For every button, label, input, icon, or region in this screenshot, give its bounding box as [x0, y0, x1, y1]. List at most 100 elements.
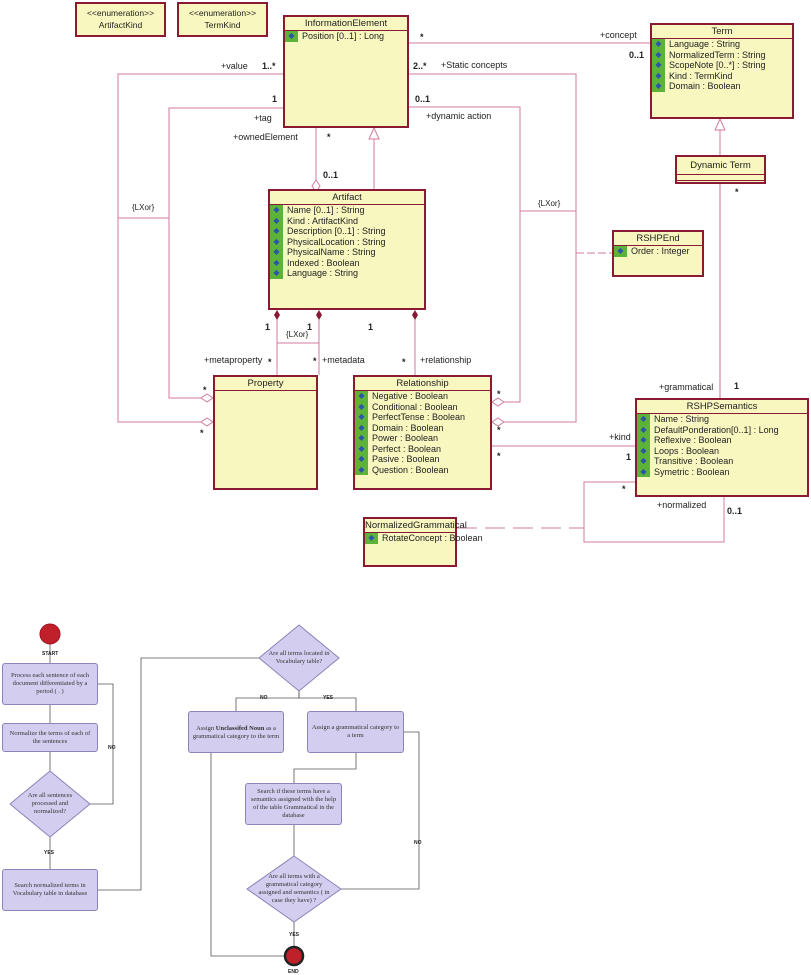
static-assoc — [409, 73, 577, 423]
attribute-icon: ◆ — [270, 268, 283, 279]
class-name: InformationElement — [285, 17, 407, 31]
multiplicity: 1 — [265, 322, 271, 332]
attribute: ◆Reflexive : Boolean — [637, 435, 807, 446]
attribute: ◆Name : String — [637, 414, 807, 425]
multiplicity: 0..1 — [629, 50, 645, 60]
multiplicity: 0..1 — [323, 170, 339, 180]
class-property[interactable]: Property — [213, 375, 318, 490]
attribute-icon: ◆ — [285, 31, 298, 42]
class-name: Dynamic Term — [677, 157, 764, 175]
attribute-icon: ◆ — [355, 422, 368, 433]
multiplicity: 2..* — [413, 61, 427, 71]
role-label: +tag — [254, 113, 272, 123]
start-label: START — [42, 651, 59, 657]
no-label: NO — [414, 840, 422, 846]
attribute-icon: ◆ — [270, 247, 283, 258]
no-label: NO — [108, 745, 116, 751]
search-semantics-box[interactable]: Search if these terms have a semantics a… — [245, 783, 342, 825]
multiplicity: 1 — [272, 94, 278, 104]
attribute-icon: ◆ — [652, 49, 665, 60]
class-name: TermKind — [204, 20, 241, 30]
multiplicity: * — [402, 357, 406, 367]
attribute: ◆PerfectTense : Boolean — [355, 412, 490, 423]
attribute: ◆PhysicalName : String — [270, 247, 424, 258]
attribute: ◆Power : Boolean — [355, 433, 490, 444]
role-label: +metaproperty — [204, 355, 263, 365]
multiplicity: 0..1 — [415, 94, 431, 104]
start-node — [39, 623, 61, 645]
attribute: ◆Conditional : Boolean — [355, 401, 490, 412]
attribute: ◆PhysicalLocation : String — [270, 236, 424, 247]
assign-unclassified-box[interactable]: Assign Unclassifed Noun as a grammatical… — [188, 711, 284, 753]
attribute-icon: ◆ — [652, 81, 665, 92]
attribute: ◆Symetric : Boolean — [637, 466, 807, 477]
attribute: ◆RotateConcept : Boolean — [365, 533, 483, 544]
attribute: ◆Perfect : Boolean — [355, 443, 490, 454]
attribute-icon: ◆ — [270, 226, 283, 237]
attribute-icon: ◆ — [355, 412, 368, 423]
decision-semantics-text: Are all terms with a grammatical categor… — [258, 873, 330, 904]
class-name: NormalizedGrammatical — [365, 520, 467, 533]
multiplicity: 1 — [734, 381, 740, 391]
attribute-icon: ◆ — [355, 401, 368, 412]
attribute: ◆Domain : Boolean — [652, 81, 792, 92]
class-rshpsemantics[interactable]: RSHPSemantics ◆Name : String ◆DefaultPon… — [635, 398, 809, 497]
multiplicity: 1 — [368, 322, 374, 332]
attribute-icon: ◆ — [652, 70, 665, 81]
constraint-label: {LXor} — [132, 203, 155, 212]
attribute-icon: ◆ — [614, 246, 627, 257]
attribute: ◆Loops : Boolean — [637, 445, 807, 456]
class-informationelement[interactable]: InformationElement◆Position [0..1] : Lon… — [283, 15, 409, 128]
attribute: ◆Language : String — [652, 39, 792, 50]
attribute-icon: ◆ — [637, 445, 650, 456]
stereotype: <<enumeration>> — [188, 8, 257, 18]
end-node — [283, 945, 305, 967]
attribute-icon: ◆ — [365, 533, 378, 544]
attribute: ◆Language : String — [270, 268, 424, 279]
attribute-icon: ◆ — [637, 456, 650, 467]
class-termkind[interactable]: <<enumeration>> TermKind — [177, 2, 268, 37]
search-normalized-box[interactable]: Search normalized terms in Vocabulary ta… — [2, 869, 98, 911]
class-dynamicterm[interactable]: Dynamic Term — [675, 155, 766, 184]
class-artifactkind[interactable]: <<enumeration>>ArtifactKind — [75, 2, 166, 37]
class-relationship[interactable]: Relationship ◆Negative : Boolean ◆Condit… — [353, 375, 492, 490]
multiplicity: * — [497, 425, 501, 435]
flow-arrows — [49, 644, 420, 957]
decision-vocabulary-text: Are all terms located in Vocabulary tabl… — [268, 650, 330, 665]
attribute-icon: ◆ — [637, 466, 650, 477]
multiplicity: 1 — [307, 322, 313, 332]
constraint-label: {LXor} — [538, 199, 561, 208]
class-term[interactable]: Term ◆Language : String ◆NormalizedTerm … — [650, 23, 794, 119]
class-name: Artifact — [270, 191, 424, 205]
multiplicity: * — [327, 132, 331, 142]
multiplicity: * — [313, 356, 317, 366]
decision-semantics — [246, 855, 342, 923]
multiplicity: * — [203, 385, 207, 395]
process-sentences-box[interactable]: Process each sentence of each document d… — [2, 663, 98, 705]
decision-vocabulary — [258, 624, 340, 692]
attribute: ◆Description [0..1] : String — [270, 226, 424, 237]
stereotype: <<enumeration>> — [86, 8, 155, 18]
yes-label: YES — [323, 695, 334, 701]
attribute: ◆NormalizedTerm : String — [652, 49, 792, 60]
attribute-icon: ◆ — [355, 454, 368, 465]
attribute: ◆Transitive : Boolean — [637, 456, 807, 467]
value-assoc — [117, 73, 283, 423]
class-artifact[interactable]: Artifact ◆Name [0..1] : String ◆Kind : A… — [268, 189, 426, 310]
multiplicity: * — [420, 32, 424, 42]
attribute-icon: ◆ — [270, 236, 283, 247]
class-name: RSHPEnd — [614, 232, 702, 246]
role-label: +value — [221, 61, 248, 71]
attribute-icon: ◆ — [652, 39, 665, 50]
yes-label: YES — [44, 850, 55, 856]
normalize-terms-box[interactable]: Normalize the terms of each of the sente… — [2, 723, 98, 752]
attribute-icon: ◆ — [637, 424, 650, 435]
attribute-icon: ◆ — [637, 414, 650, 425]
multiplicity: * — [497, 389, 501, 399]
class-rshpend[interactable]: RSHPEnd◆Order : Integer — [612, 230, 704, 277]
class-name: Term — [652, 25, 792, 39]
multiplicity: * — [497, 451, 501, 461]
class-normalizedgrammatical[interactable]: NormalizedGrammatical◆RotateConcept : Bo… — [363, 517, 483, 567]
role-label: +metadata — [322, 355, 365, 365]
assign-category-box[interactable]: Assign a grammatical category to a term — [307, 711, 404, 753]
